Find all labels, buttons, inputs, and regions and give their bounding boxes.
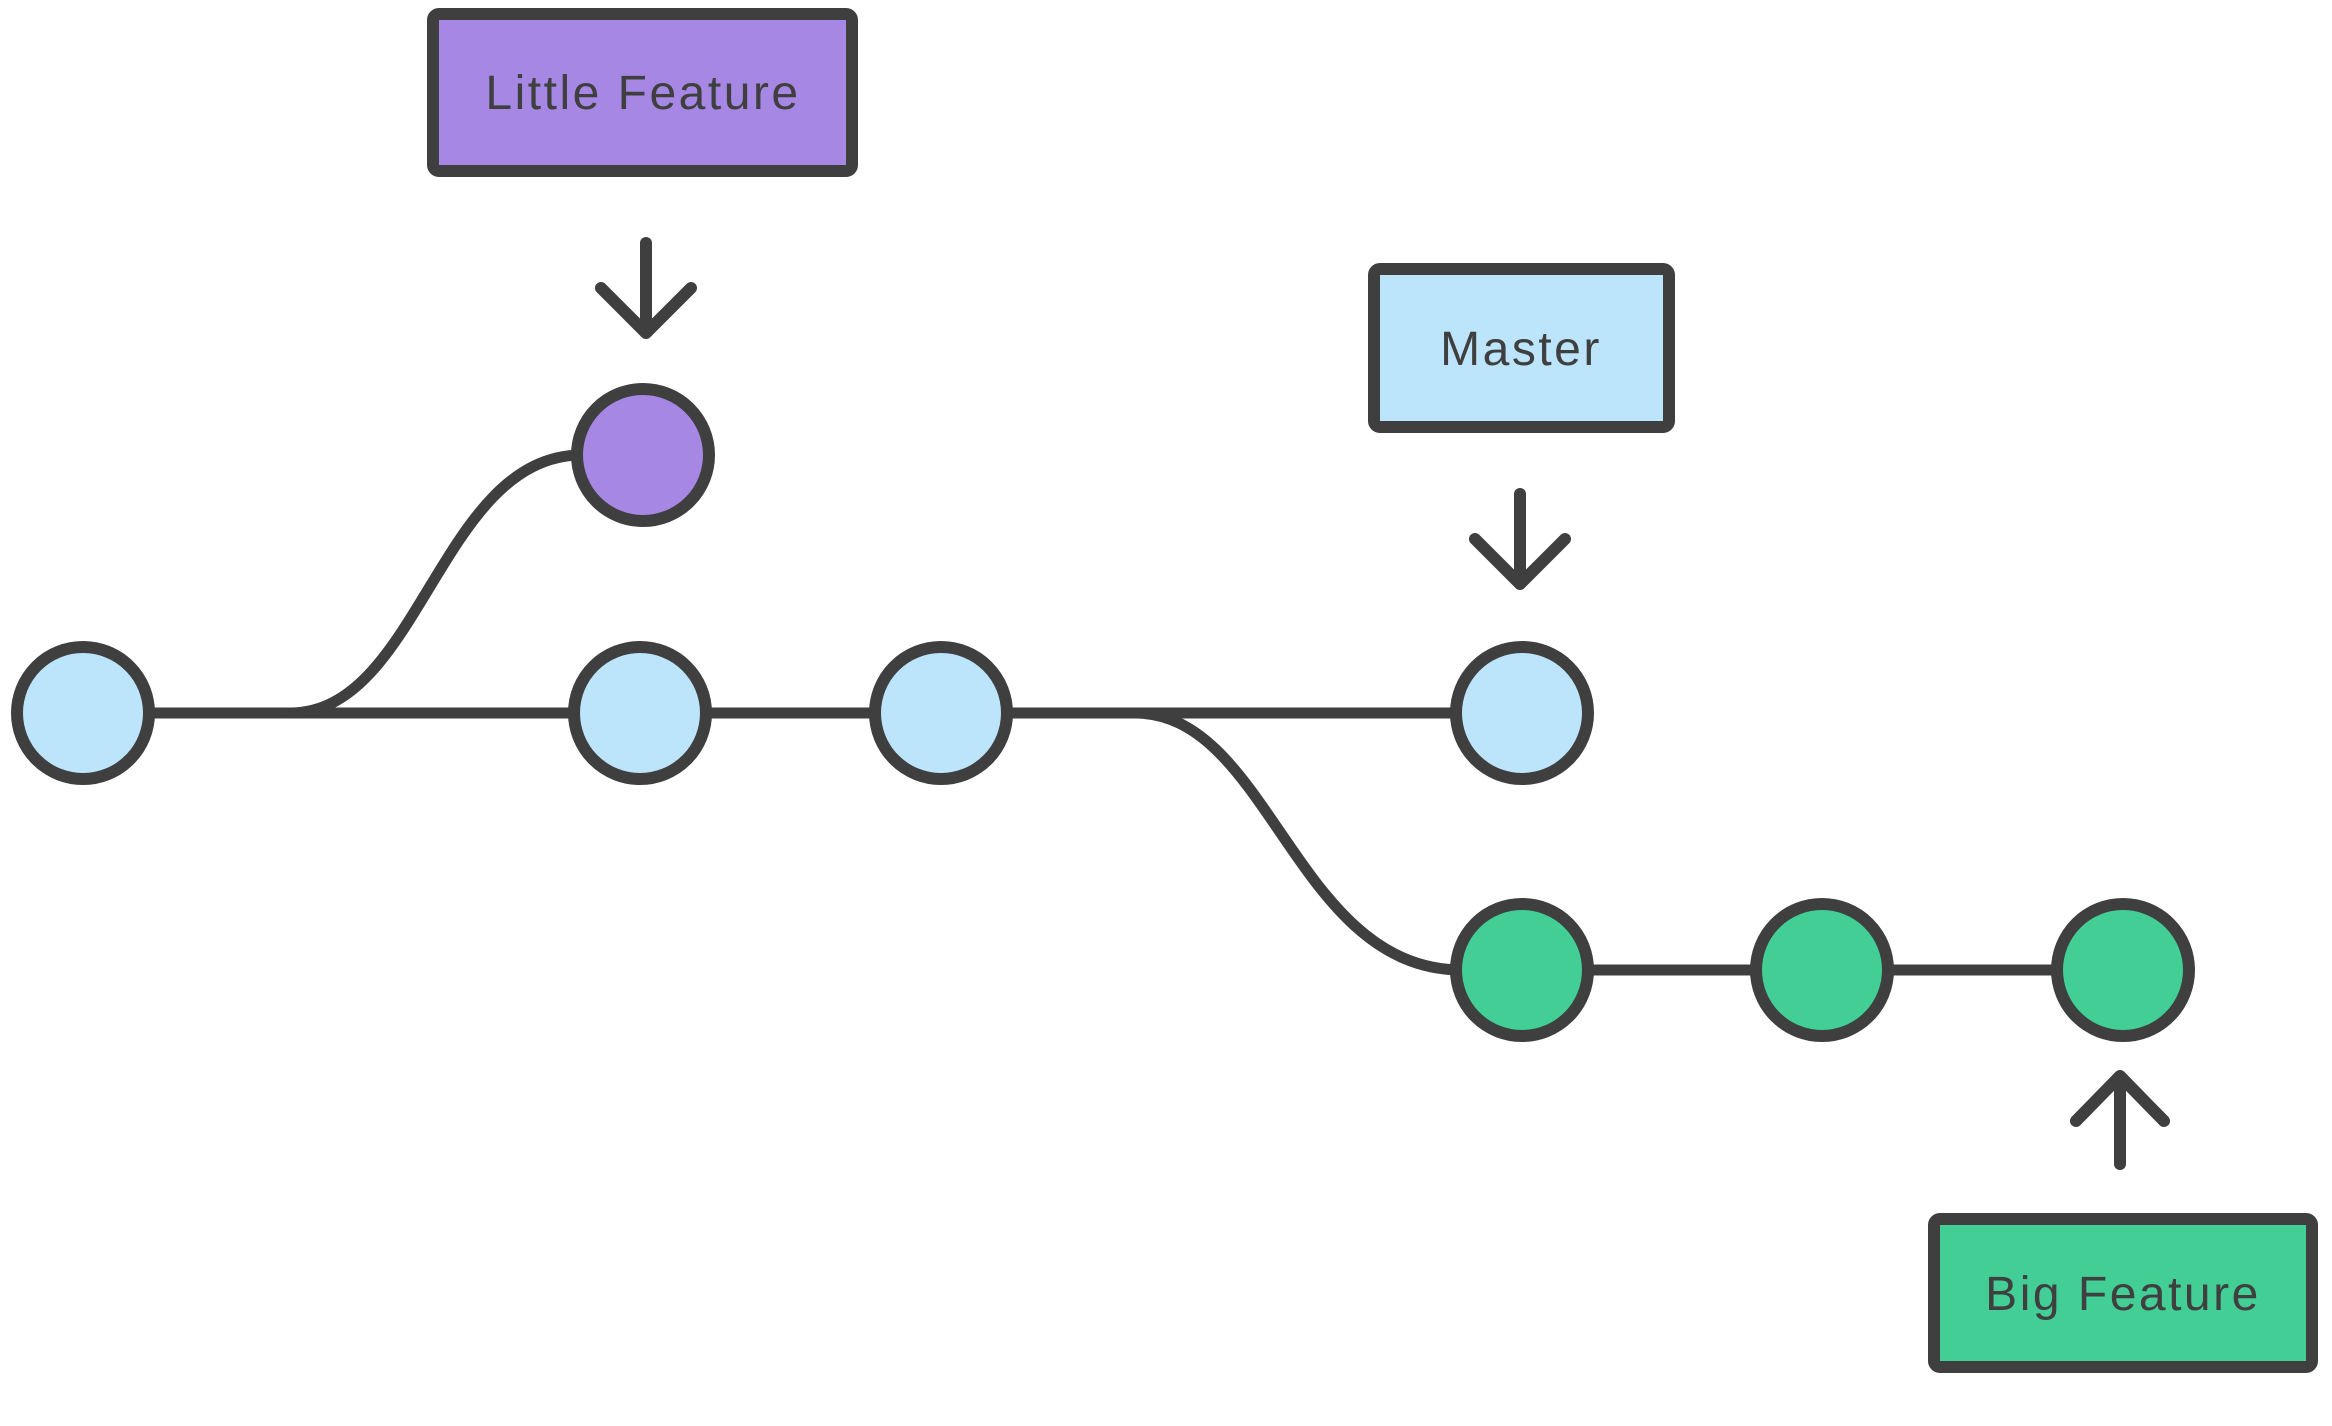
commit-node-big-feature-2 — [1750, 898, 1894, 1042]
commit-node-master-3 — [869, 641, 1013, 785]
arrow-up-icon — [2070, 1070, 2170, 1170]
commit-node-master-4 — [1450, 641, 1594, 785]
arrow-down-icon — [595, 237, 697, 339]
master-label-box — [1368, 263, 1675, 433]
big-feature-label-box — [1928, 1213, 2318, 1373]
commit-node-little-feature — [571, 383, 715, 527]
commit-node-big-feature-3 — [2051, 898, 2195, 1042]
little-feature-label-text: Little Feature — [485, 67, 800, 120]
big-feature-branch-curve — [1129, 707, 1468, 976]
master-label: Master — [1368, 263, 1675, 433]
little-feature-branch-curve — [284, 449, 588, 719]
commit-node-big-feature-1 — [1450, 898, 1594, 1042]
little-feature-label: Little Feature — [427, 8, 858, 177]
commit-node-master-1 — [11, 641, 155, 785]
master-label-text: Master — [1440, 323, 1602, 376]
arrow-down-icon — [1469, 488, 1571, 590]
little-feature-label-box — [427, 8, 858, 177]
big-feature-label-text: Big Feature — [1985, 1268, 2261, 1321]
big-feature-label: Big Feature — [1928, 1213, 2318, 1373]
commit-node-master-2 — [568, 641, 712, 785]
